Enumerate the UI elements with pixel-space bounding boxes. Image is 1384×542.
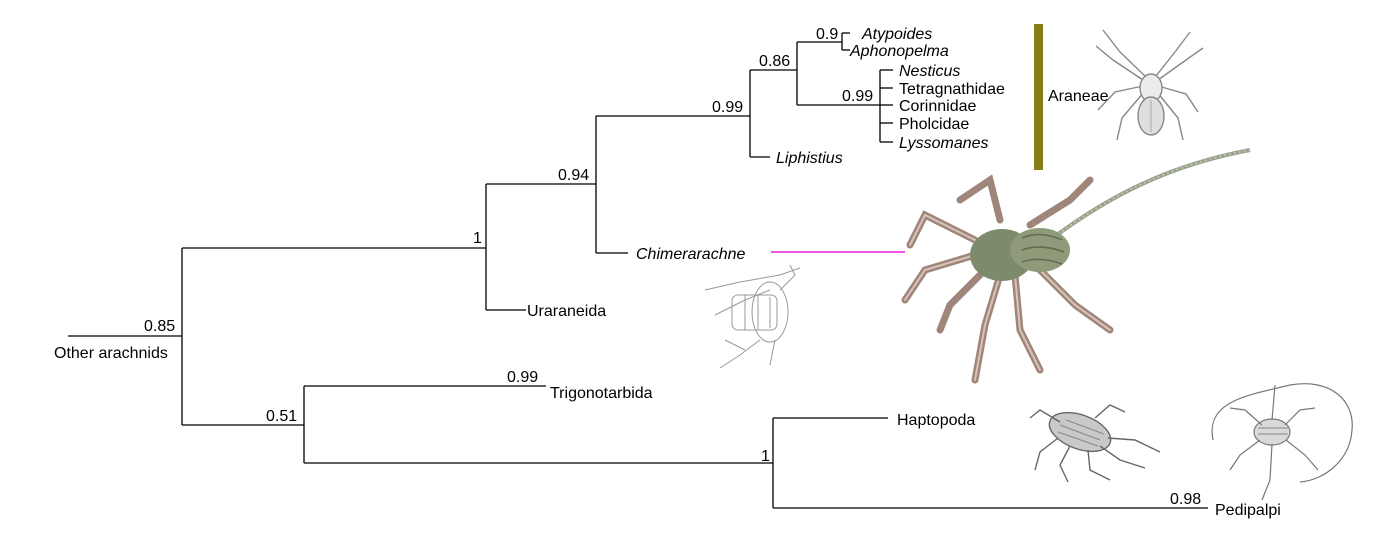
label-corinnidae: Corinnidae: [899, 98, 976, 115]
support-upper-clade: 1: [473, 230, 482, 247]
tree-branches: [68, 32, 1208, 509]
araneae-bar: [1034, 24, 1043, 170]
support-chimer-araneae: 0.94: [558, 167, 589, 184]
support-atypoides-aphonopelma: 0.9: [816, 26, 838, 43]
label-trigonotarbida: Trigonotarbida: [550, 385, 653, 402]
support-root: 0.85: [144, 318, 175, 335]
label-chimerarachne: Chimerarachne: [636, 246, 745, 263]
support-pedipalpi: 0.98: [1170, 491, 1201, 508]
support-opisthothelae: 0.86: [759, 53, 790, 70]
support-values: 0.85 1 0.94 0.99 0.86 0.9 0.99 0.51 0.99…: [144, 26, 1201, 508]
spider-line-drawing: [1095, 29, 1204, 141]
label-aphonopelma: Aphonopelma: [849, 43, 949, 60]
label-other-arachnids: Other arachnids: [54, 345, 168, 362]
label-nesticus: Nesticus: [899, 63, 960, 80]
support-araneomorph: 0.99: [842, 88, 873, 105]
label-atypoides: Atypoides: [861, 26, 932, 43]
pedipalpi-drawing: [1211, 383, 1353, 501]
label-lyssomanes: Lyssomanes: [899, 135, 989, 152]
taxon-labels: Other arachnids Atypoides Aphonopelma Ne…: [54, 26, 1281, 519]
araneae-bracket: Araneae: [1034, 24, 1109, 170]
label-pedipalpi: Pedipalpi: [1215, 502, 1281, 519]
support-trigonotarbida: 0.99: [507, 369, 538, 386]
label-liphistius: Liphistius: [776, 150, 843, 167]
araneae-label: Araneae: [1048, 88, 1109, 105]
chimerarachne-fossil-sketch: [704, 264, 801, 369]
label-tetragnathidae: Tetragnathidae: [899, 81, 1005, 98]
support-lower-clade: 0.51: [266, 408, 297, 425]
label-haptopoda: Haptopoda: [897, 412, 975, 429]
label-pholcidae: Pholcidae: [899, 116, 969, 133]
haptopoda-drawing: [1029, 404, 1161, 483]
support-hapto-pedi: 1: [761, 448, 770, 465]
chimerarachne-reconstruction: [901, 148, 1251, 384]
label-uraraneida: Uraraneida: [527, 303, 606, 320]
support-araneae: 0.99: [712, 99, 743, 116]
